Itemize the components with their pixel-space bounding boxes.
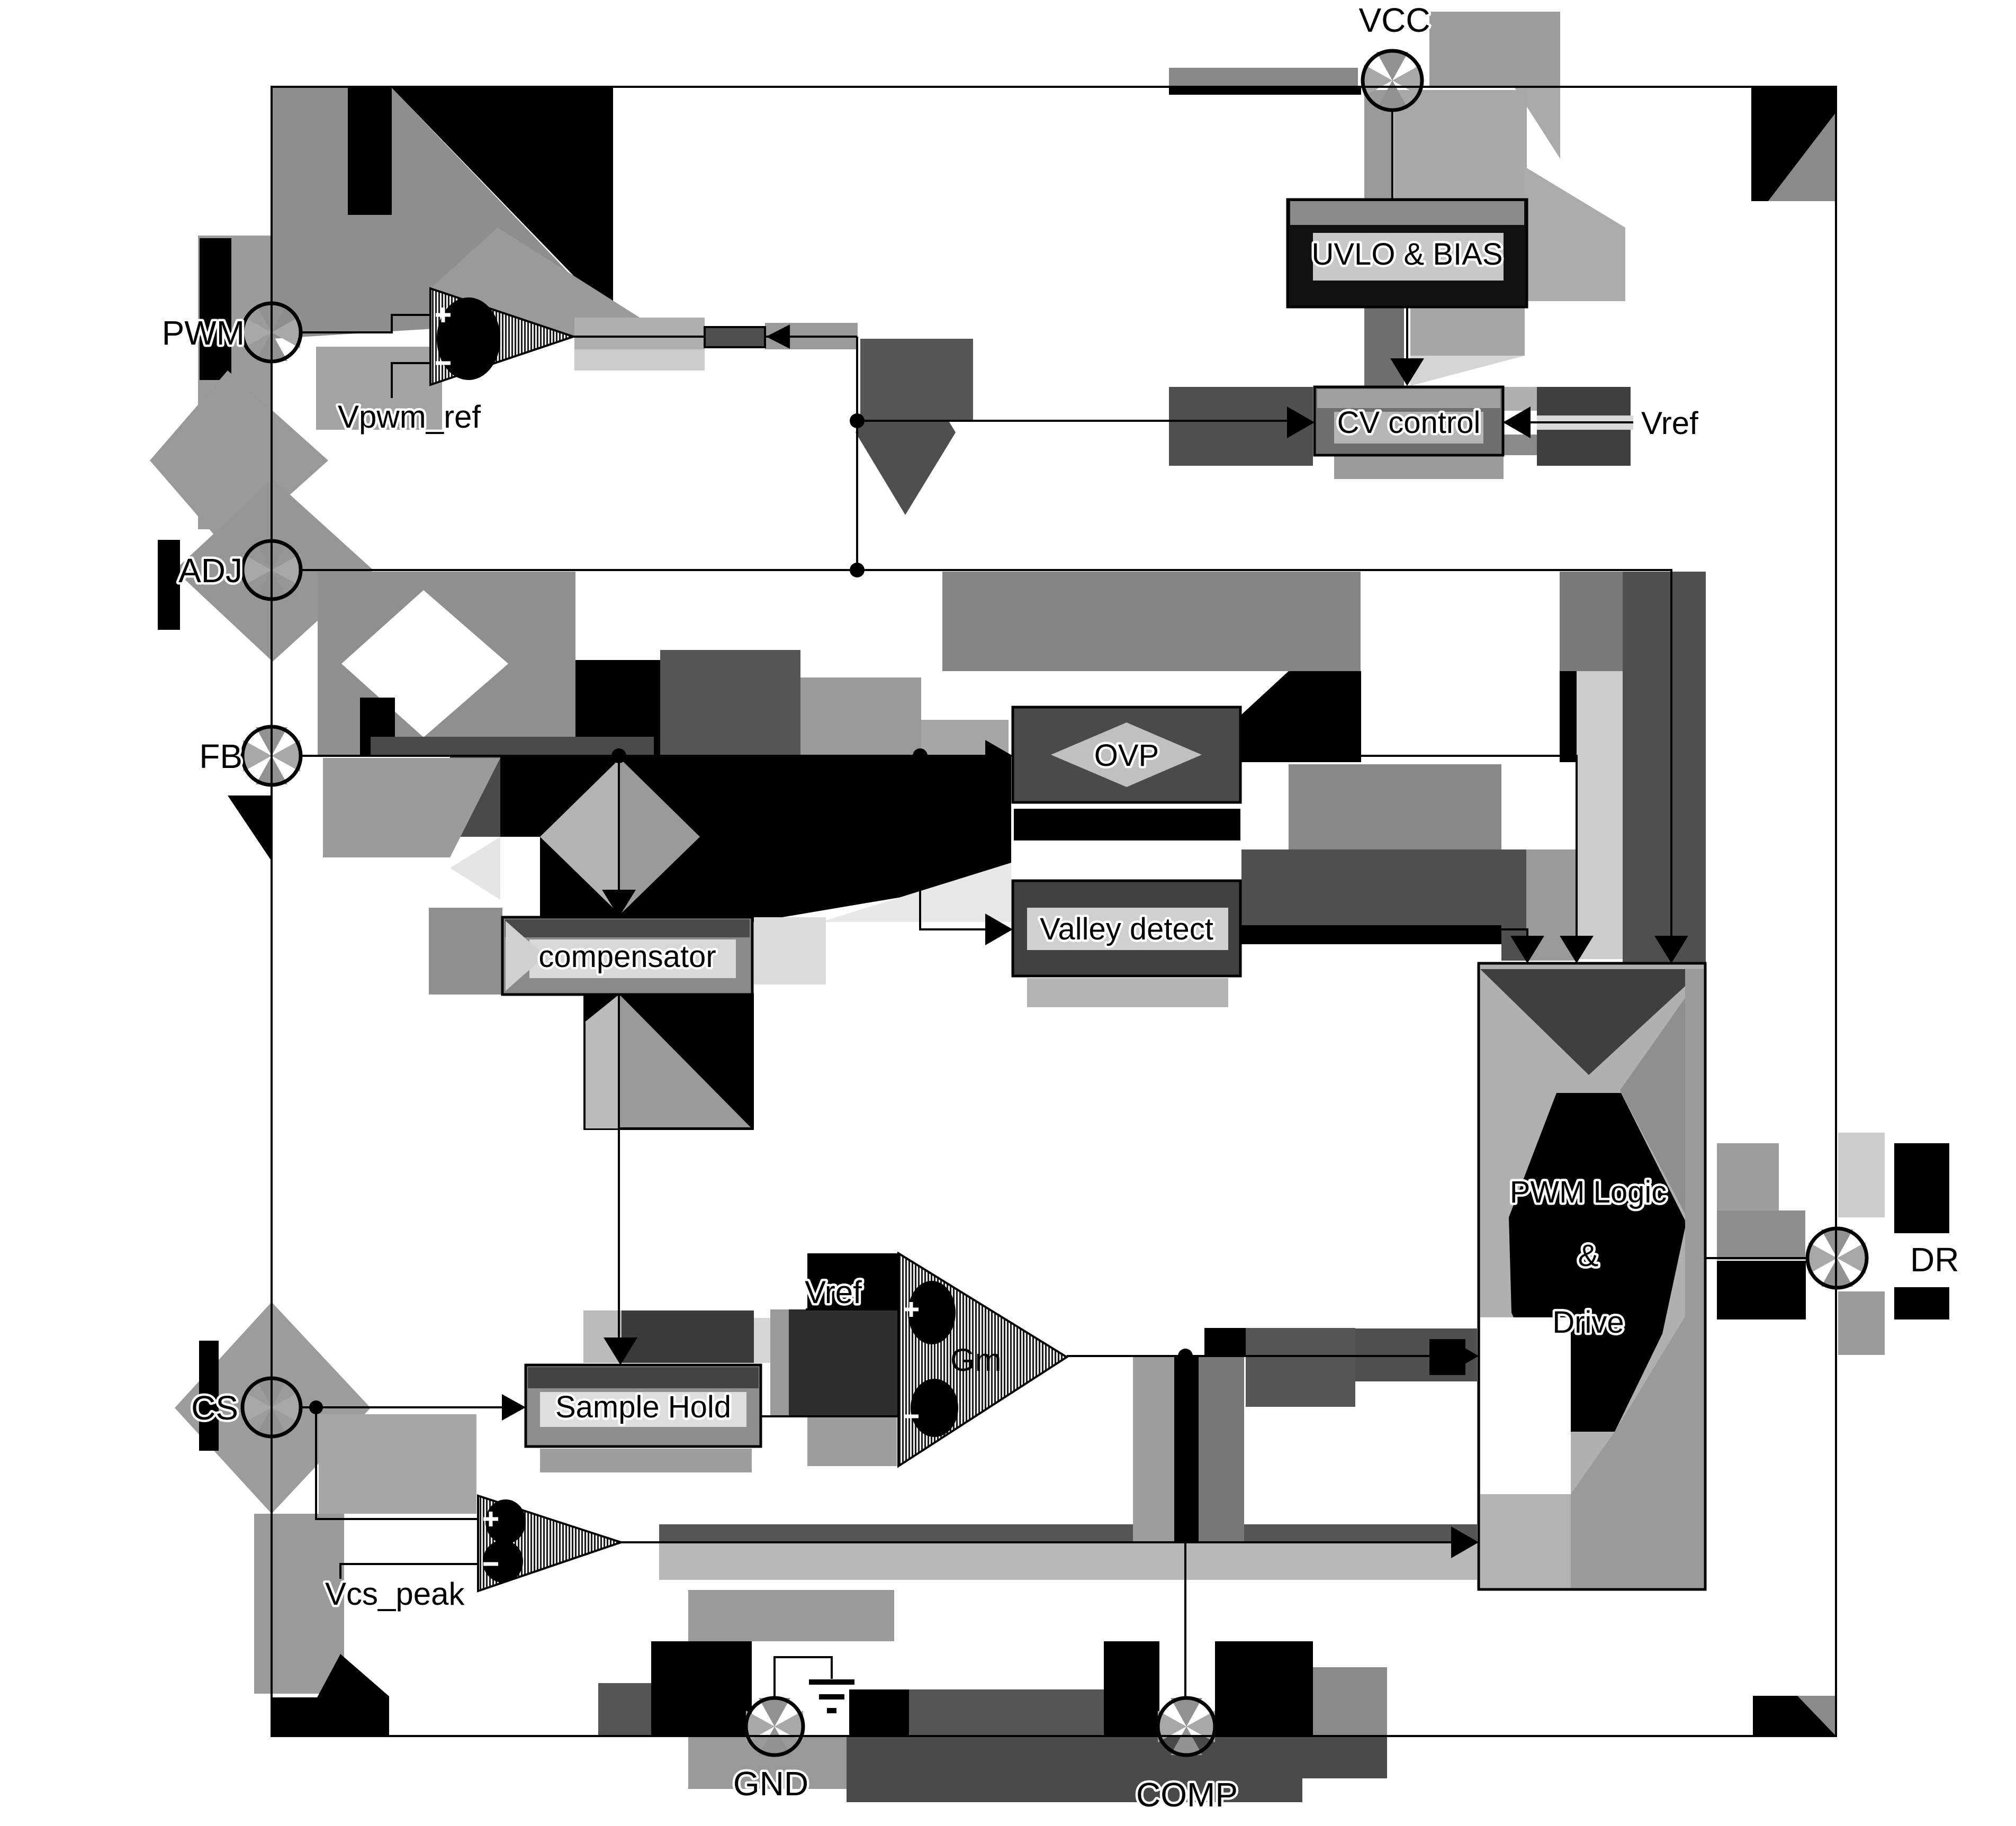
svg-text:UVLO & BIAS: UVLO & BIAS <box>1311 237 1502 272</box>
svg-text:CS: CS <box>191 1389 238 1427</box>
svg-text:Vcs_peak: Vcs_peak <box>325 1576 465 1612</box>
svg-text:&: & <box>1578 1239 1599 1273</box>
svg-text:Vpwm_ref: Vpwm_ref <box>338 399 481 435</box>
svg-text:DR: DR <box>1910 1241 1959 1279</box>
svg-text:Vref: Vref <box>1641 405 1698 441</box>
svg-text:ADJ: ADJ <box>178 552 242 590</box>
svg-text:OVP: OVP <box>1094 738 1159 773</box>
svg-text:FB: FB <box>199 737 242 775</box>
svg-text:Gm: Gm <box>950 1342 1002 1378</box>
svg-text:VCC: VCC <box>1358 1 1430 39</box>
svg-text:GND: GND <box>733 1765 808 1803</box>
svg-text:Sample Hold: Sample Hold <box>555 1390 731 1424</box>
svg-text:compensator: compensator <box>538 939 716 974</box>
svg-text:Valley detect: Valley detect <box>1040 912 1213 946</box>
svg-text:Drive: Drive <box>1552 1305 1624 1340</box>
svg-text:PWM Logic: PWM Logic <box>1510 1175 1667 1209</box>
svg-text:Vref: Vref <box>805 1274 862 1310</box>
svg-text:CV control: CV control <box>1337 405 1481 440</box>
svg-text:PWM: PWM <box>162 314 245 352</box>
svg-text:COMP: COMP <box>1136 1776 1238 1814</box>
